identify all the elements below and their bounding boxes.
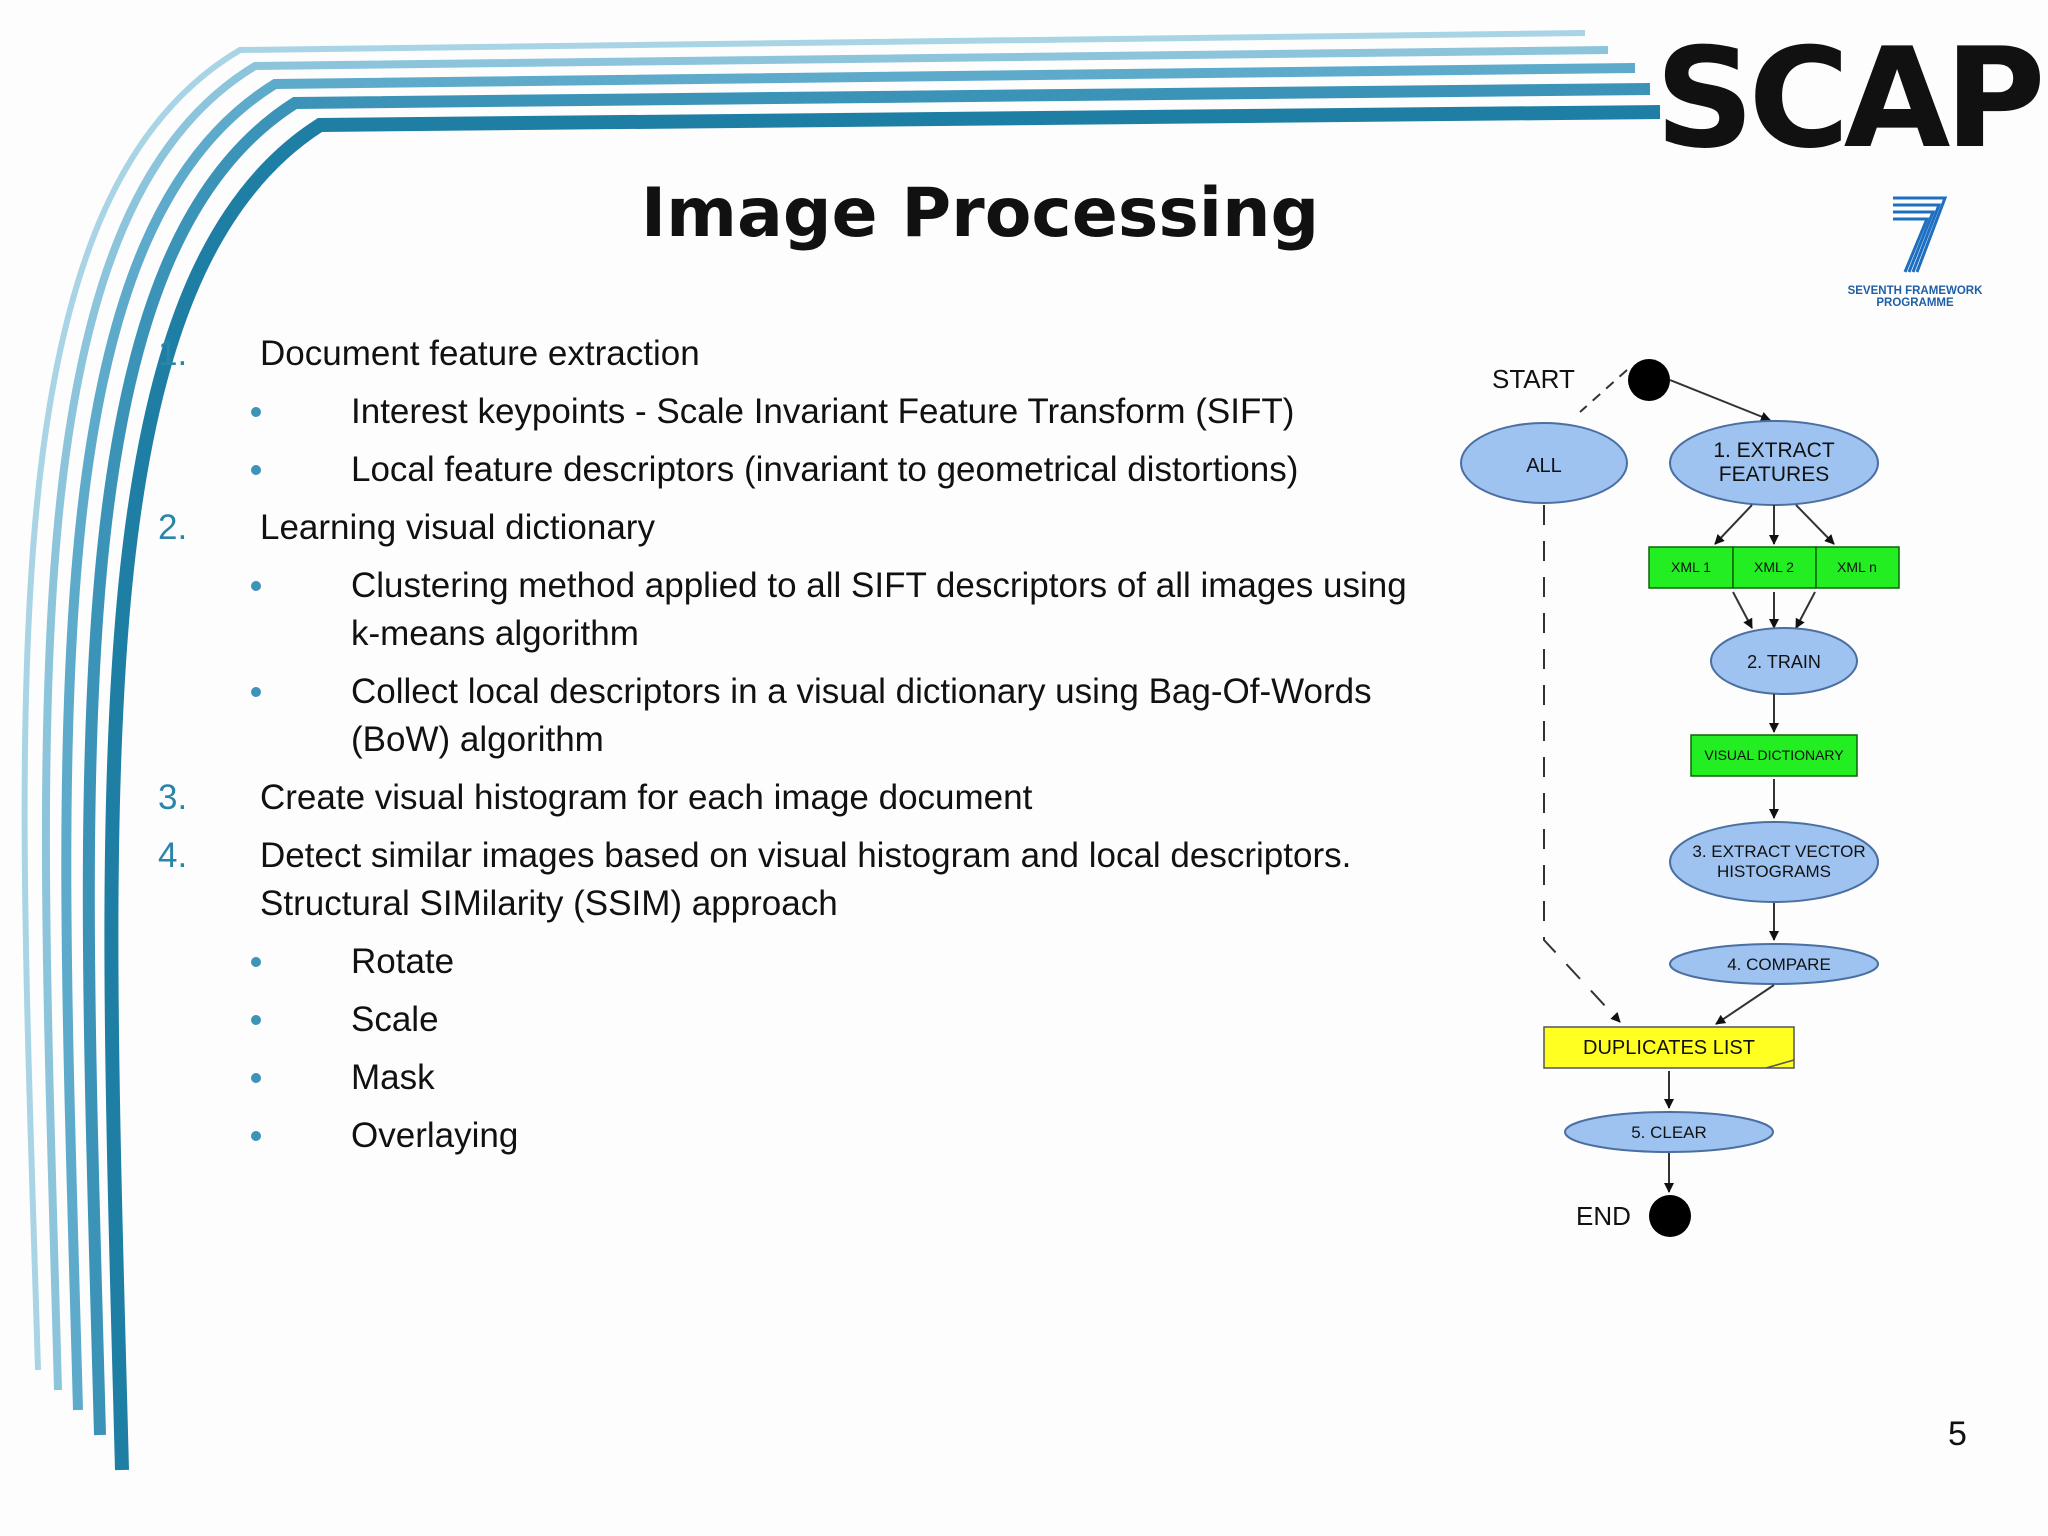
list-item: 1. Document feature extraction xyxy=(155,330,1435,378)
vector-label-line1: 3. EXTRACT VECTOR xyxy=(1692,842,1865,861)
sub-item: Collect local descriptors in a visual di… xyxy=(155,668,1435,764)
clear-label: 5. CLEAR xyxy=(1631,1123,1707,1142)
fp7-text-line1: SEVENTH FRAMEWORK xyxy=(1848,285,1984,297)
content-list: 1. Document feature extraction Interest … xyxy=(155,330,1435,1160)
sub-item-text: Collect local descriptors in a visual di… xyxy=(351,672,1372,759)
end-node xyxy=(1649,1195,1691,1237)
bullet xyxy=(251,687,261,697)
item-number: 1. xyxy=(158,334,188,373)
node-compare xyxy=(1669,943,1879,985)
sub-item: Mask xyxy=(155,1054,1435,1102)
item-number: 4. xyxy=(158,836,188,875)
sub-item-text: Local feature descriptors (invariant to … xyxy=(351,450,1299,489)
start-node xyxy=(1628,359,1670,401)
bullet xyxy=(251,1073,261,1083)
sub-item: Clustering method applied to all SIFT de… xyxy=(155,562,1435,658)
node-duplicates-list xyxy=(1543,1026,1795,1069)
item-text: Create visual histogram for each image d… xyxy=(260,778,1033,817)
node-visual-dictionary xyxy=(1690,734,1858,777)
edge-all-duplicates xyxy=(1543,505,1621,1023)
vector-label-line2: HISTOGRAMS xyxy=(1717,862,1831,881)
node-all xyxy=(1460,422,1628,504)
node-train xyxy=(1710,627,1858,695)
sub-item-text: Clustering method applied to all SIFT de… xyxy=(351,566,1407,653)
item-text: Detect similar images based on visual hi… xyxy=(260,836,1352,923)
bullet xyxy=(251,407,261,417)
node-fold xyxy=(1765,1059,1795,1069)
item-text: Document feature extraction xyxy=(260,334,700,373)
page-number: 5 xyxy=(1948,1415,1967,1453)
xml2-label: XML 2 xyxy=(1754,559,1794,575)
node-xml2 xyxy=(1732,546,1817,589)
duplicates-label: DUPLICATES LIST xyxy=(1583,1037,1755,1059)
sub-item: Interest keypoints - Scale Invariant Fea… xyxy=(155,388,1435,436)
brand-logo: SCAPE xyxy=(1655,18,2048,179)
extract-label-line2: FEATURES xyxy=(1719,463,1829,486)
end-label: END xyxy=(1576,1201,1631,1231)
fp7-logo: SEVENTH FRAMEWORK PROGRAMME xyxy=(1848,196,1984,309)
bullet xyxy=(251,465,261,475)
visual-dictionary-label: VISUAL DICTIONARY xyxy=(1704,747,1844,763)
list-item: 3. Create visual histogram for each imag… xyxy=(155,774,1435,822)
edge-extract-xml1 xyxy=(1714,504,1753,545)
node-clear xyxy=(1564,1111,1774,1153)
list-item: 2. Learning visual dictionary xyxy=(155,504,1435,552)
sub-item-text: Rotate xyxy=(351,942,455,981)
list-item: 4. Detect similar images based on visual… xyxy=(155,832,1435,928)
bullet xyxy=(251,1131,261,1141)
item-number: 3. xyxy=(158,778,188,817)
node-all-label: ALL xyxy=(1526,455,1562,477)
item-number: 2. xyxy=(158,508,188,547)
sub-item: Local feature descriptors (invariant to … xyxy=(155,446,1435,494)
sub-item-text: Mask xyxy=(351,1058,435,1097)
train-label: 2. TRAIN xyxy=(1747,652,1821,672)
fp7-text-line2: PROGRAMME xyxy=(1876,297,1954,309)
bullet xyxy=(251,581,261,591)
sub-item-text: Scale xyxy=(351,1000,439,1039)
sub-item-text: Interest keypoints - Scale Invariant Fea… xyxy=(351,392,1295,431)
item-text: Learning visual dictionary xyxy=(260,508,655,547)
edge-start-all xyxy=(1579,369,1628,413)
edge-xml1-train xyxy=(1732,591,1753,629)
node-extract-vector xyxy=(1669,821,1879,903)
sub-item: Scale xyxy=(155,996,1435,1044)
extract-label-line1: 1. EXTRACT xyxy=(1713,439,1835,462)
sub-item: Rotate xyxy=(155,938,1435,986)
edge-extract-xmln xyxy=(1795,504,1835,545)
bullet xyxy=(251,1015,261,1025)
edge-xmln-train xyxy=(1795,591,1816,629)
node-xmln xyxy=(1815,546,1900,589)
slide-title: Image Processing xyxy=(640,174,1320,253)
sub-item-text: Overlaying xyxy=(351,1116,519,1155)
node-xml1 xyxy=(1648,546,1734,589)
start-label: START xyxy=(1492,364,1575,394)
xml1-label: XML 1 xyxy=(1671,559,1711,575)
xmln-label: XML n xyxy=(1837,559,1877,575)
compare-label: 4. COMPARE xyxy=(1727,955,1831,974)
bullet xyxy=(251,957,261,967)
sub-item: Overlaying xyxy=(155,1112,1435,1160)
edge-start-extract xyxy=(1669,379,1771,422)
edge-compare-duplicates xyxy=(1715,984,1775,1025)
